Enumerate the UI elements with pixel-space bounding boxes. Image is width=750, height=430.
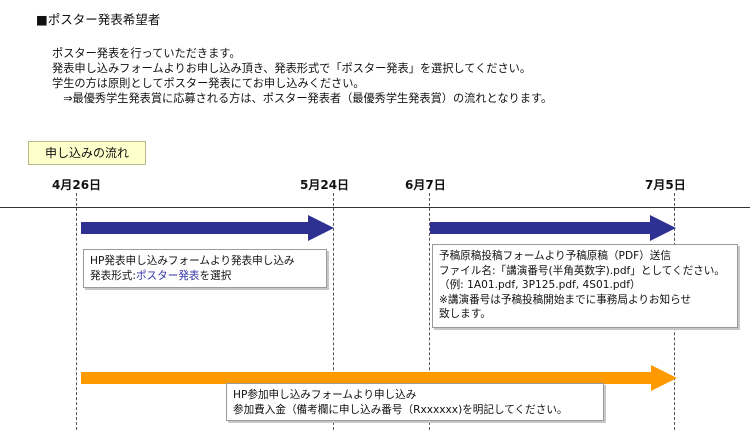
timeline-marker-jun7 (429, 193, 430, 430)
date-label-apr26: 4月26日 (52, 178, 102, 192)
date-label-may24: 5月24日 (300, 178, 350, 192)
timeline-marker-may24 (333, 193, 334, 430)
intro-line-4: ⇒最優秀学生発表賞に応募される方は、ポスター発表者（最優秀学生発表賞）の流れとな… (52, 92, 553, 105)
step-manuscript-line-1: 予稿原稿投稿フォームより予稿原稿（PDF）送信 (439, 250, 671, 262)
intro-line-3: 学生の方は原則としてポスター発表にてお申し込みください。 (52, 77, 365, 90)
step-manuscript-line-3: （例: 1A01.pdf, 3P125.pdf, 4S01.pdf） (439, 279, 641, 291)
step-box-registration: HP参加申し込みフォームより申し込み 参加費入金（備考欄に申し込み番号（Rxxx… (226, 383, 604, 421)
poster-format-highlight: ポスター発表 (135, 269, 200, 282)
timeline-axis (0, 207, 750, 208)
arrow-application-period (81, 215, 334, 241)
date-label-jun7: 6月7日 (405, 178, 446, 192)
step-box-application: HP発表申し込みフォームより発表申し込み 発表形式:ポスター発表を選択 (83, 249, 327, 288)
step-box-manuscript: 予稿原稿投稿フォームより予稿原稿（PDF）送信 ファイル名:「講演番号(半角英数… (432, 244, 738, 328)
step-registration-line-1: HP参加申し込みフォームより申し込み (233, 389, 417, 401)
date-label-jul5: 7月5日 (645, 178, 686, 192)
flow-label: 申し込みの流れ (28, 141, 146, 165)
arrow-registration-period (81, 365, 677, 391)
intro-line-1: ポスター発表を行っていただきます。 (52, 47, 241, 60)
arrow-manuscript-period (430, 215, 676, 241)
intro-line-2: 発表申し込みフォームよりお申し込み頂き、発表形式で「ポスター発表」を選択してくだ… (52, 62, 532, 75)
step-manuscript-line-4: ※講演番号は予稿投稿開始までに事務局よりお知らせ (439, 293, 692, 306)
section-heading: ■ポスター発表希望者 (36, 12, 161, 27)
timeline-marker-apr26 (76, 193, 77, 430)
step-manuscript-line-5: 致します。 (439, 308, 491, 320)
step-application-line-1: HP発表申し込みフォームより発表申し込み (90, 255, 295, 267)
step-application-line-2: 発表形式:ポスター発表を選択 (90, 269, 232, 282)
intro-text: ポスター発表を行っていただきます。 発表申し込みフォームよりお申し込み頂き、発表… (52, 46, 552, 106)
step-manuscript-line-2: ファイル名:「講演番号(半角英数字).pdf」としてください。 (439, 264, 725, 277)
step-registration-line-2: 参加費入金（備考欄に申し込み番号（Rxxxxxx)を明記してください。 (233, 403, 568, 416)
